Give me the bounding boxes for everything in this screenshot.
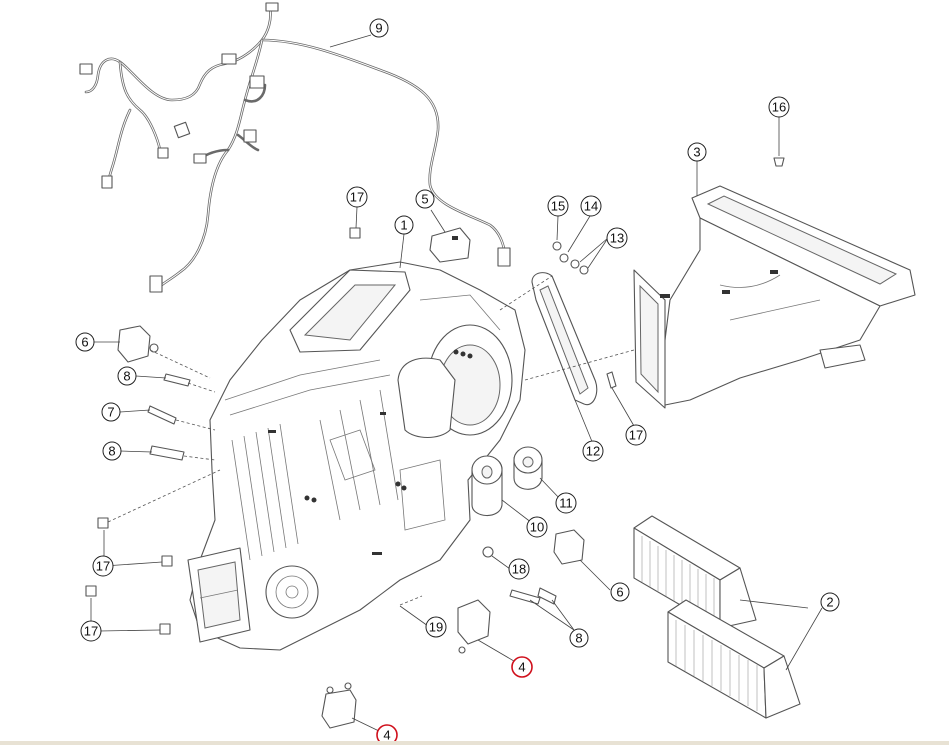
callout-6-right: 6: [610, 582, 630, 602]
bottom-edge-strip: [0, 741, 949, 745]
callout-1: 1: [394, 215, 414, 235]
callout-13-label: 13: [610, 231, 624, 246]
callout-16: 16: [768, 96, 790, 118]
callout-4-lower-label: 4: [383, 728, 390, 743]
callout-8-a-label: 8: [123, 369, 130, 384]
callout-18: 18: [508, 558, 530, 580]
callout-2: 2: [820, 592, 840, 612]
callout-15: 15: [547, 195, 569, 217]
actuator-4-lower: [321, 682, 357, 729]
callout-4-lower: 4: [376, 724, 398, 745]
cabin-filter-upper: [633, 515, 757, 629]
callout-5-label: 5: [421, 192, 428, 207]
callout-17-right-label: 17: [629, 428, 643, 443]
callout-7-label: 7: [107, 405, 114, 420]
callout-17-top-label: 17: [350, 190, 364, 205]
callout-8-c: 8: [569, 628, 589, 648]
callout-4-upper: 4: [511, 656, 533, 678]
small-sensors: [147, 157, 785, 605]
callout-14: 14: [580, 195, 602, 217]
callout-9-label: 9: [375, 21, 382, 36]
callout-9: 9: [369, 18, 389, 38]
callout-8-a: 8: [117, 366, 137, 386]
callout-17-top: 17: [346, 186, 368, 208]
leader-lines: [90, 34, 823, 733]
actuator-5: [429, 227, 471, 263]
callout-15-label: 15: [551, 199, 565, 214]
cabin-filter-lower: [667, 599, 801, 719]
callout-14-label: 14: [584, 199, 598, 214]
callout-11: 11: [555, 492, 577, 514]
callout-8-c-label: 8: [575, 631, 582, 646]
callout-3-label: 3: [693, 145, 700, 160]
callout-3: 3: [687, 142, 707, 162]
actuator-6-left: [117, 325, 159, 363]
blower-wheel-parts: [471, 446, 543, 517]
callout-6-left-label: 6: [81, 335, 88, 350]
callout-17-left-lower: 17: [80, 620, 102, 642]
callout-19-label: 19: [429, 620, 443, 635]
callout-1-label: 1: [400, 218, 407, 233]
callout-12: 12: [582, 440, 604, 462]
assembly-lines: [107, 275, 635, 606]
callout-7: 7: [101, 402, 121, 422]
callout-17-left-lower-label: 17: [84, 624, 98, 639]
callout-12-label: 12: [586, 444, 600, 459]
callout-6-left: 6: [75, 332, 95, 352]
callout-4-upper-label: 4: [518, 660, 525, 675]
hvac-housing: [187, 261, 526, 651]
clips-17: [85, 227, 361, 635]
callout-19: 19: [425, 616, 447, 638]
callout-11-label: 11: [559, 496, 573, 511]
callout-6-right-label: 6: [616, 585, 623, 600]
callout-2-label: 2: [826, 595, 833, 610]
gasket-frame: [531, 272, 598, 406]
callout-5: 5: [415, 189, 435, 209]
callout-17-right: 17: [625, 424, 647, 446]
actuator-6-right: [553, 529, 585, 565]
callout-8-b-label: 8: [108, 444, 115, 459]
callout-16-label: 16: [772, 100, 786, 115]
wiring-harness: [79, 2, 511, 293]
callout-13: 13: [606, 227, 628, 249]
callout-10: 10: [526, 516, 548, 538]
callout-10-label: 10: [530, 520, 544, 535]
callout-8-b: 8: [102, 441, 122, 461]
air-inlet-duct: [633, 185, 916, 409]
callout-17-left-upper: 17: [92, 555, 114, 577]
callout-17-left-upper-label: 17: [96, 559, 110, 574]
callout-18-label: 18: [512, 562, 526, 577]
actuator-4-upper: [457, 599, 491, 654]
